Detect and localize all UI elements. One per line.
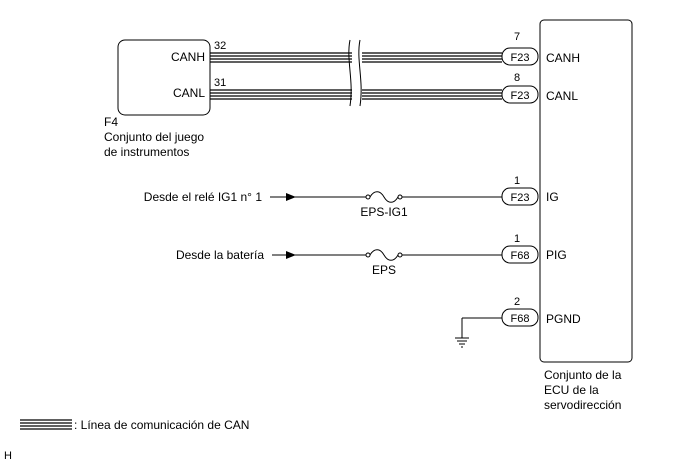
pig-wire	[272, 249, 502, 261]
ecu-pin-label-canl: CANL	[546, 89, 578, 103]
fuse-eps-terminal-left	[365, 252, 371, 258]
instrument-cluster-box	[117, 39, 211, 116]
fuse-eps-label: EPS	[372, 263, 396, 277]
pgnd-wire	[461, 317, 502, 338]
ecu-pin-number-pgnd: 2	[514, 296, 520, 308]
ig-arrow-icon	[286, 193, 296, 201]
can-line-canh	[210, 52, 502, 63]
connector-f23-canl	[501, 85, 539, 104]
source-battery-text: Desde la batería	[176, 248, 264, 262]
connector-f68-pig	[501, 245, 539, 264]
connector-f23-canh	[501, 47, 539, 66]
ecu-box	[539, 19, 633, 363]
connector-label-pig: F68	[511, 250, 530, 262]
ecu-pin-label-ig: IG	[546, 190, 559, 204]
ecu-pin-label-canh: CANH	[546, 51, 580, 65]
cluster-canh-pin-number: 32	[214, 40, 226, 52]
corner-mark: H	[4, 450, 12, 462]
fuse-eps-ig1-terminal-left	[365, 194, 371, 200]
ecu-pin-number-canh: 7	[514, 31, 520, 43]
cluster-canh-label: CANH	[171, 50, 205, 64]
ecu-name-line3: servodirección	[544, 398, 621, 412]
legend-can-line-text: : Línea de comunicación de CAN	[74, 418, 249, 432]
connector-label-ig: F23	[511, 192, 530, 204]
pig-arrow-icon	[286, 251, 296, 259]
ig-wire	[270, 191, 502, 203]
ecu-pin-number-canl: 8	[514, 72, 520, 84]
connector-label-canl: F23	[511, 90, 530, 102]
ecu-name-line2: ECU de la	[544, 383, 599, 397]
cluster-connector-id: F4	[104, 115, 118, 129]
legend-can-line-sample	[20, 419, 72, 430]
ecu-pin-label-pig: PIG	[546, 248, 567, 262]
can-line-canl	[210, 89, 502, 100]
connector-label-canh: F23	[511, 52, 530, 64]
line-break-mark	[348, 39, 362, 107]
ecu-pin-number-pig: 1	[514, 233, 520, 245]
cluster-name-line2: de instrumentos	[104, 145, 189, 159]
ecu-name-line1: Conjunto de la	[544, 368, 622, 382]
cluster-canl-label: CANL	[173, 86, 205, 100]
source-ig1-text: Desde el relé IG1 n° 1	[144, 190, 263, 204]
connector-f68-pgnd	[501, 308, 539, 327]
connector-label-pgnd: F68	[511, 313, 530, 325]
fuse-eps-ig1-terminal-right	[397, 194, 403, 200]
cluster-name-line1: Conjunto del juego	[104, 130, 204, 144]
cluster-canl-pin-number: 31	[214, 77, 226, 89]
ecu-pin-label-pgnd: PGND	[546, 312, 581, 326]
ground-icon	[455, 337, 469, 348]
ecu-pin-number-ig: 1	[514, 175, 520, 187]
fuse-eps-ig1-label: EPS-IG1	[360, 205, 408, 219]
connector-f23-ig	[501, 187, 539, 206]
fuse-eps-terminal-right	[397, 252, 403, 258]
